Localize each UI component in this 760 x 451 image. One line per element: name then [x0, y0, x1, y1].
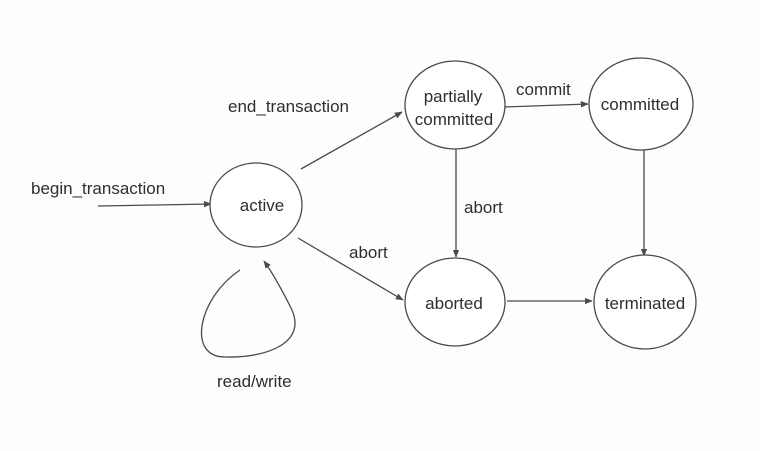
state-partially-committed-label-line2: committed	[415, 110, 493, 129]
state-committed: committed	[588, 57, 694, 151]
state-aborted: aborted	[404, 257, 506, 347]
begin-transaction-arrow	[97, 200, 212, 208]
state-active-label: active	[240, 196, 284, 215]
end-transaction-arrow	[300, 111, 403, 170]
abort-active-to-aborted-arrow	[297, 237, 404, 301]
begin-transaction-label: begin_transaction	[31, 179, 165, 198]
end-transaction-label: end_transaction	[228, 97, 349, 116]
commit-label: commit	[516, 80, 571, 99]
read-write-label: read/write	[217, 372, 292, 391]
state-active: active	[209, 162, 303, 248]
state-aborted-label: aborted	[425, 294, 483, 313]
abort-active-label: abort	[349, 243, 388, 262]
state-partially-committed: partially committed	[404, 60, 506, 150]
commit-arrow	[503, 101, 589, 108]
state-committed-label: committed	[601, 95, 679, 114]
state-terminated-label: terminated	[605, 294, 685, 313]
abort-partially-committed-label: abort	[464, 198, 503, 217]
state-partially-committed-label-line1: partially	[424, 87, 483, 106]
state-terminated: terminated	[593, 254, 697, 350]
read-write-self-loop	[201, 260, 296, 358]
